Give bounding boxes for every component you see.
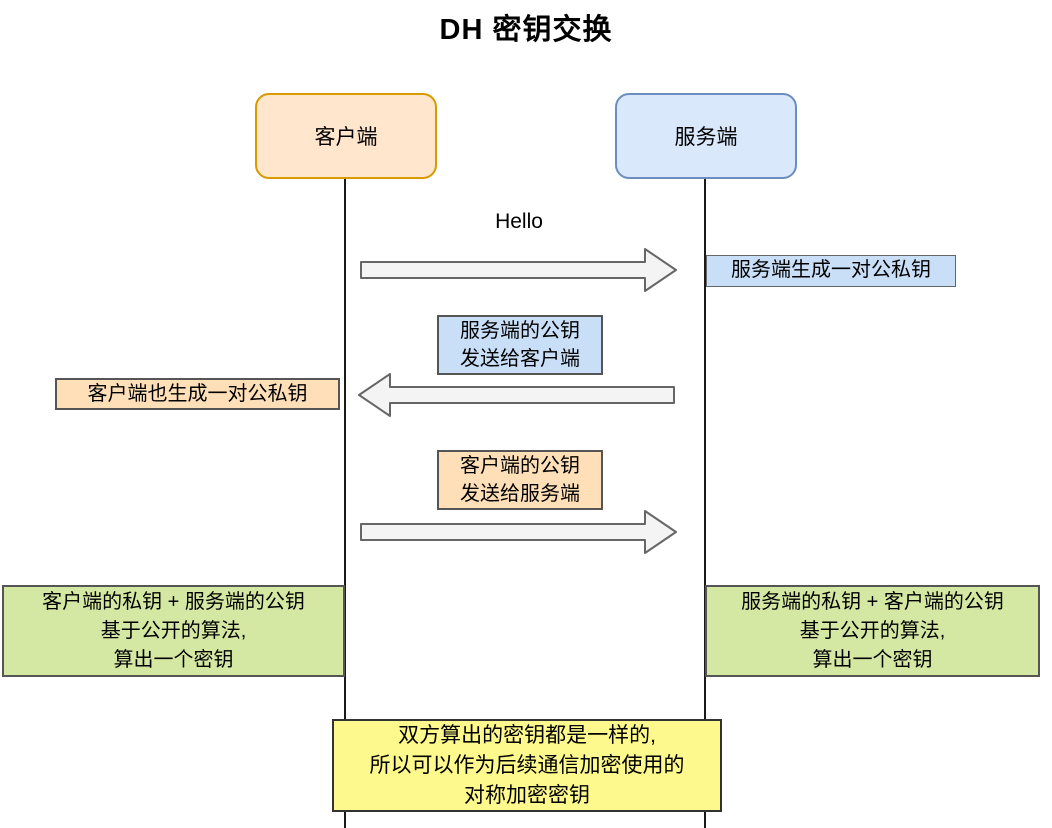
message-client-pubkey: 客户端的公钥 发送给服务端 [437, 450, 603, 510]
note-server-compute-key: 服务端的私钥 + 客户端的公钥 基于公开的算法, 算出一个密钥 [705, 585, 1040, 677]
conclusion-line2: 所以可以作为后续通信加密使用的 [369, 753, 685, 777]
client-lifeline [344, 179, 346, 828]
message-client-pubkey-line1: 客户端的公钥 [460, 455, 580, 477]
conclusion-line3: 对称加密密钥 [464, 783, 590, 807]
actor-server-label: 服务端 [674, 126, 738, 149]
server-compute-line2: 基于公开的算法, [799, 619, 946, 642]
actor-client: 客户端 [255, 93, 437, 179]
conclusion-line1: 双方算出的密钥都是一样的, [398, 723, 656, 747]
message-server-pubkey: 服务端的公钥 发送给客户端 [437, 315, 603, 375]
note-server-generates-keypair: 服务端生成一对公私钥 [706, 255, 956, 287]
hello-message-label: Hello [495, 210, 543, 233]
arrow-right-hello-icon [360, 248, 677, 292]
note-conclusion-shared-key: 双方算出的密钥都是一样的, 所以可以作为后续通信加密使用的 对称加密密钥 [332, 719, 722, 812]
actor-server: 服务端 [615, 93, 797, 179]
note-server-gen-label: 服务端生成一对公私钥 [731, 259, 931, 281]
server-lifeline [704, 179, 706, 828]
arrow-left-server-pubkey-icon [358, 373, 675, 417]
diagram-title: DH 密钥交换 [439, 14, 613, 46]
message-server-pubkey-line2: 发送给客户端 [460, 348, 580, 370]
client-compute-line2: 基于公开的算法, [100, 619, 247, 642]
server-compute-line3: 算出一个密钥 [812, 648, 933, 671]
message-server-pubkey-line1: 服务端的公钥 [460, 320, 580, 342]
arrow-right-client-pubkey-icon [360, 510, 677, 554]
message-client-pubkey-line2: 发送给服务端 [460, 483, 580, 505]
note-client-generates-keypair: 客户端也生成一对公私钥 [55, 378, 340, 410]
client-compute-line3: 算出一个密钥 [113, 648, 234, 671]
note-client-compute-key: 客户端的私钥 + 服务端的公钥 基于公开的算法, 算出一个密钥 [2, 585, 345, 677]
actor-client-label: 客户端 [314, 126, 378, 149]
server-compute-line1: 服务端的私钥 + 客户端的公钥 [741, 590, 1004, 613]
note-client-gen-label: 客户端也生成一对公私钥 [87, 383, 308, 405]
client-compute-line1: 客户端的私钥 + 服务端的公钥 [42, 590, 305, 613]
